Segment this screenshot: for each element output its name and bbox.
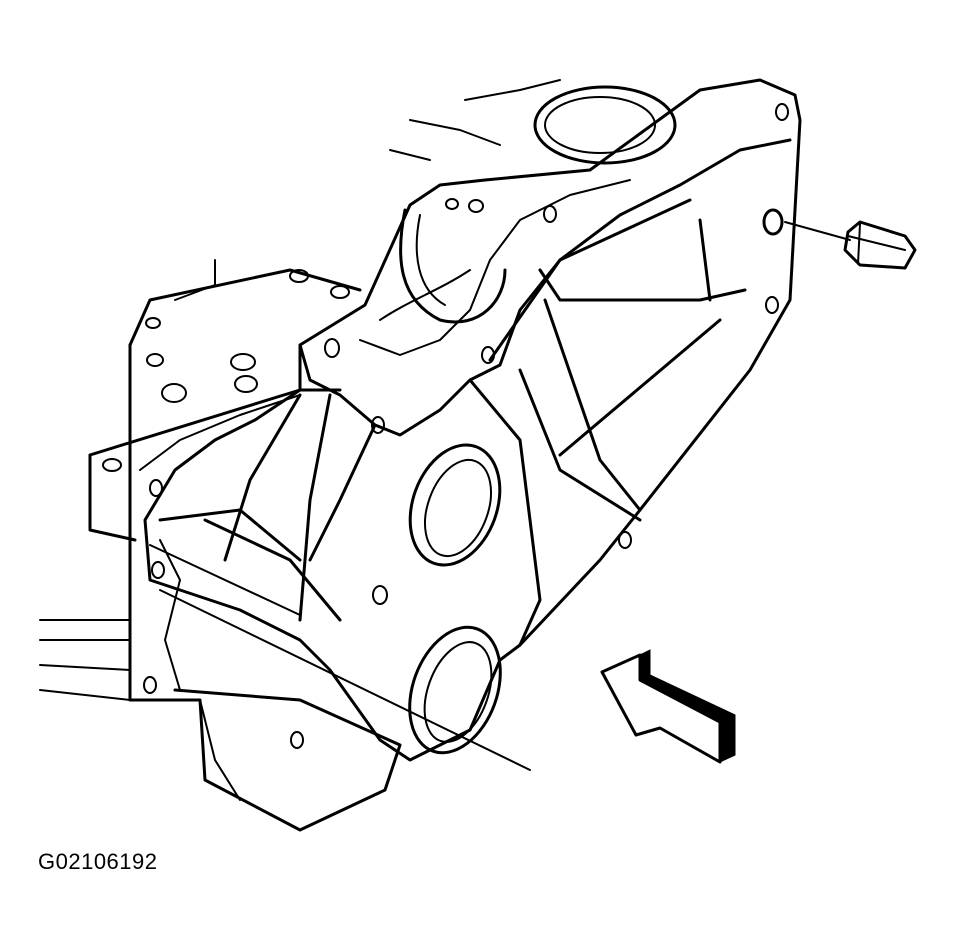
figure-caption: G02106192 (38, 849, 158, 874)
seal-rings (408, 443, 502, 755)
engine-block-body (39, 259, 531, 832)
cover-ribs (158, 198, 747, 691)
bolt-holes (143, 103, 789, 749)
callout-arrow-icon (600, 649, 736, 764)
front-cover (143, 78, 802, 762)
deck-holes (102, 269, 350, 472)
plug-icon (784, 220, 917, 270)
